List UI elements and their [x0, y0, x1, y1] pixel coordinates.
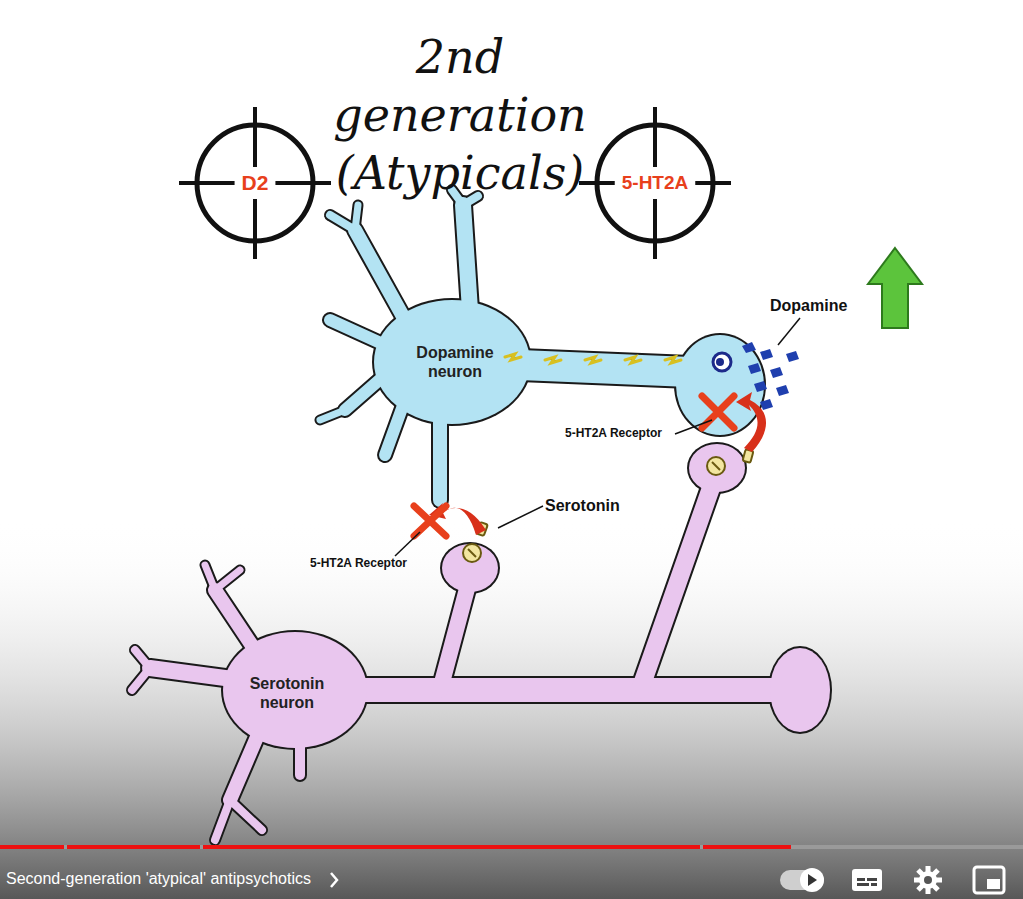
increase-arrow [868, 248, 922, 328]
neuron-outline [520, 365, 690, 372]
neuron-body [223, 632, 367, 748]
neuron-shapes [132, 190, 832, 840]
neuron-fill [640, 485, 712, 690]
serotonin-vesicles [463, 449, 753, 562]
neuron-outline [205, 565, 215, 590]
neuron-outline [230, 730, 260, 800]
neuron-outline [132, 668, 150, 690]
blocked-arrows [429, 392, 766, 535]
neuron-outline [360, 676, 790, 704]
leader-lines [395, 318, 800, 556]
neuron-body-outline [674, 333, 766, 437]
diagram-title: 2nd generation (Atypicals) [290, 28, 630, 202]
neuron-fill [330, 320, 385, 345]
neuron-fill [215, 590, 255, 650]
target-label: D2 [239, 169, 272, 196]
neuron-outline [440, 585, 468, 690]
neuron-label-box: Dopamine neuron [395, 340, 515, 384]
neuron-body-outline [768, 646, 832, 734]
receptor-label: 5-HT2A Receptor [565, 426, 662, 440]
neuron-outline [355, 230, 405, 320]
neuron-fill [520, 365, 690, 372]
impulse-marks [505, 354, 681, 363]
neuron-body [689, 444, 745, 492]
molecule-label: Serotonin [545, 497, 620, 515]
neuron-body-outline [687, 442, 747, 494]
neuron-body [676, 335, 764, 435]
player-controls [331, 866, 1004, 894]
neuron-outline [215, 800, 230, 840]
progress-track [0, 845, 1023, 849]
neuron-outline [431, 415, 449, 500]
neuron-fill [360, 678, 790, 702]
neuron-outline [215, 590, 255, 650]
neuron-outline [640, 485, 712, 690]
neuron-body [770, 648, 830, 732]
neuron-fill [215, 570, 240, 590]
video-shade [0, 520, 1023, 899]
dopamine-molecules [742, 342, 799, 410]
neuron-fill [205, 565, 215, 590]
neuron-outline [230, 800, 262, 830]
vesicle [713, 353, 731, 371]
receptor-label: 5-HT2A Receptor [310, 556, 407, 570]
neuron-outline [355, 205, 358, 230]
neuron-fill [463, 205, 470, 310]
neuron-body [442, 544, 498, 592]
neuron-fill [230, 800, 262, 830]
neuron-fill [132, 668, 150, 690]
neuron-label-box: Serotonin neuron [227, 671, 347, 715]
neuron-outline [320, 410, 345, 420]
neuron-outline [330, 320, 385, 345]
neuron-fill [230, 730, 260, 800]
neuron-fill [320, 410, 345, 420]
target-reticle: 5-HT2A [577, 105, 733, 261]
neuron-fill [440, 585, 468, 690]
block-cross [414, 396, 734, 536]
neuron-fill [355, 205, 358, 230]
video-chapter-title: Second-generation 'atypical' antipsychot… [6, 870, 311, 888]
neuron-fill [433, 415, 447, 500]
neuron-outline [463, 205, 470, 310]
molecule-label: Dopamine [770, 297, 847, 315]
neuron-outline [215, 570, 240, 590]
neuron-body [374, 300, 530, 424]
neuron-label: Serotonin neuron [227, 674, 347, 712]
target-label: 5-HT2A [619, 171, 692, 196]
progress-played [0, 845, 791, 849]
neuron-body-outline [440, 542, 500, 594]
neuron-label: Dopamine neuron [395, 343, 515, 381]
neuron-fill [330, 215, 355, 230]
neuron-fill [215, 800, 230, 840]
neuron-fill [355, 230, 405, 320]
target-reticle: D2 [177, 105, 333, 261]
